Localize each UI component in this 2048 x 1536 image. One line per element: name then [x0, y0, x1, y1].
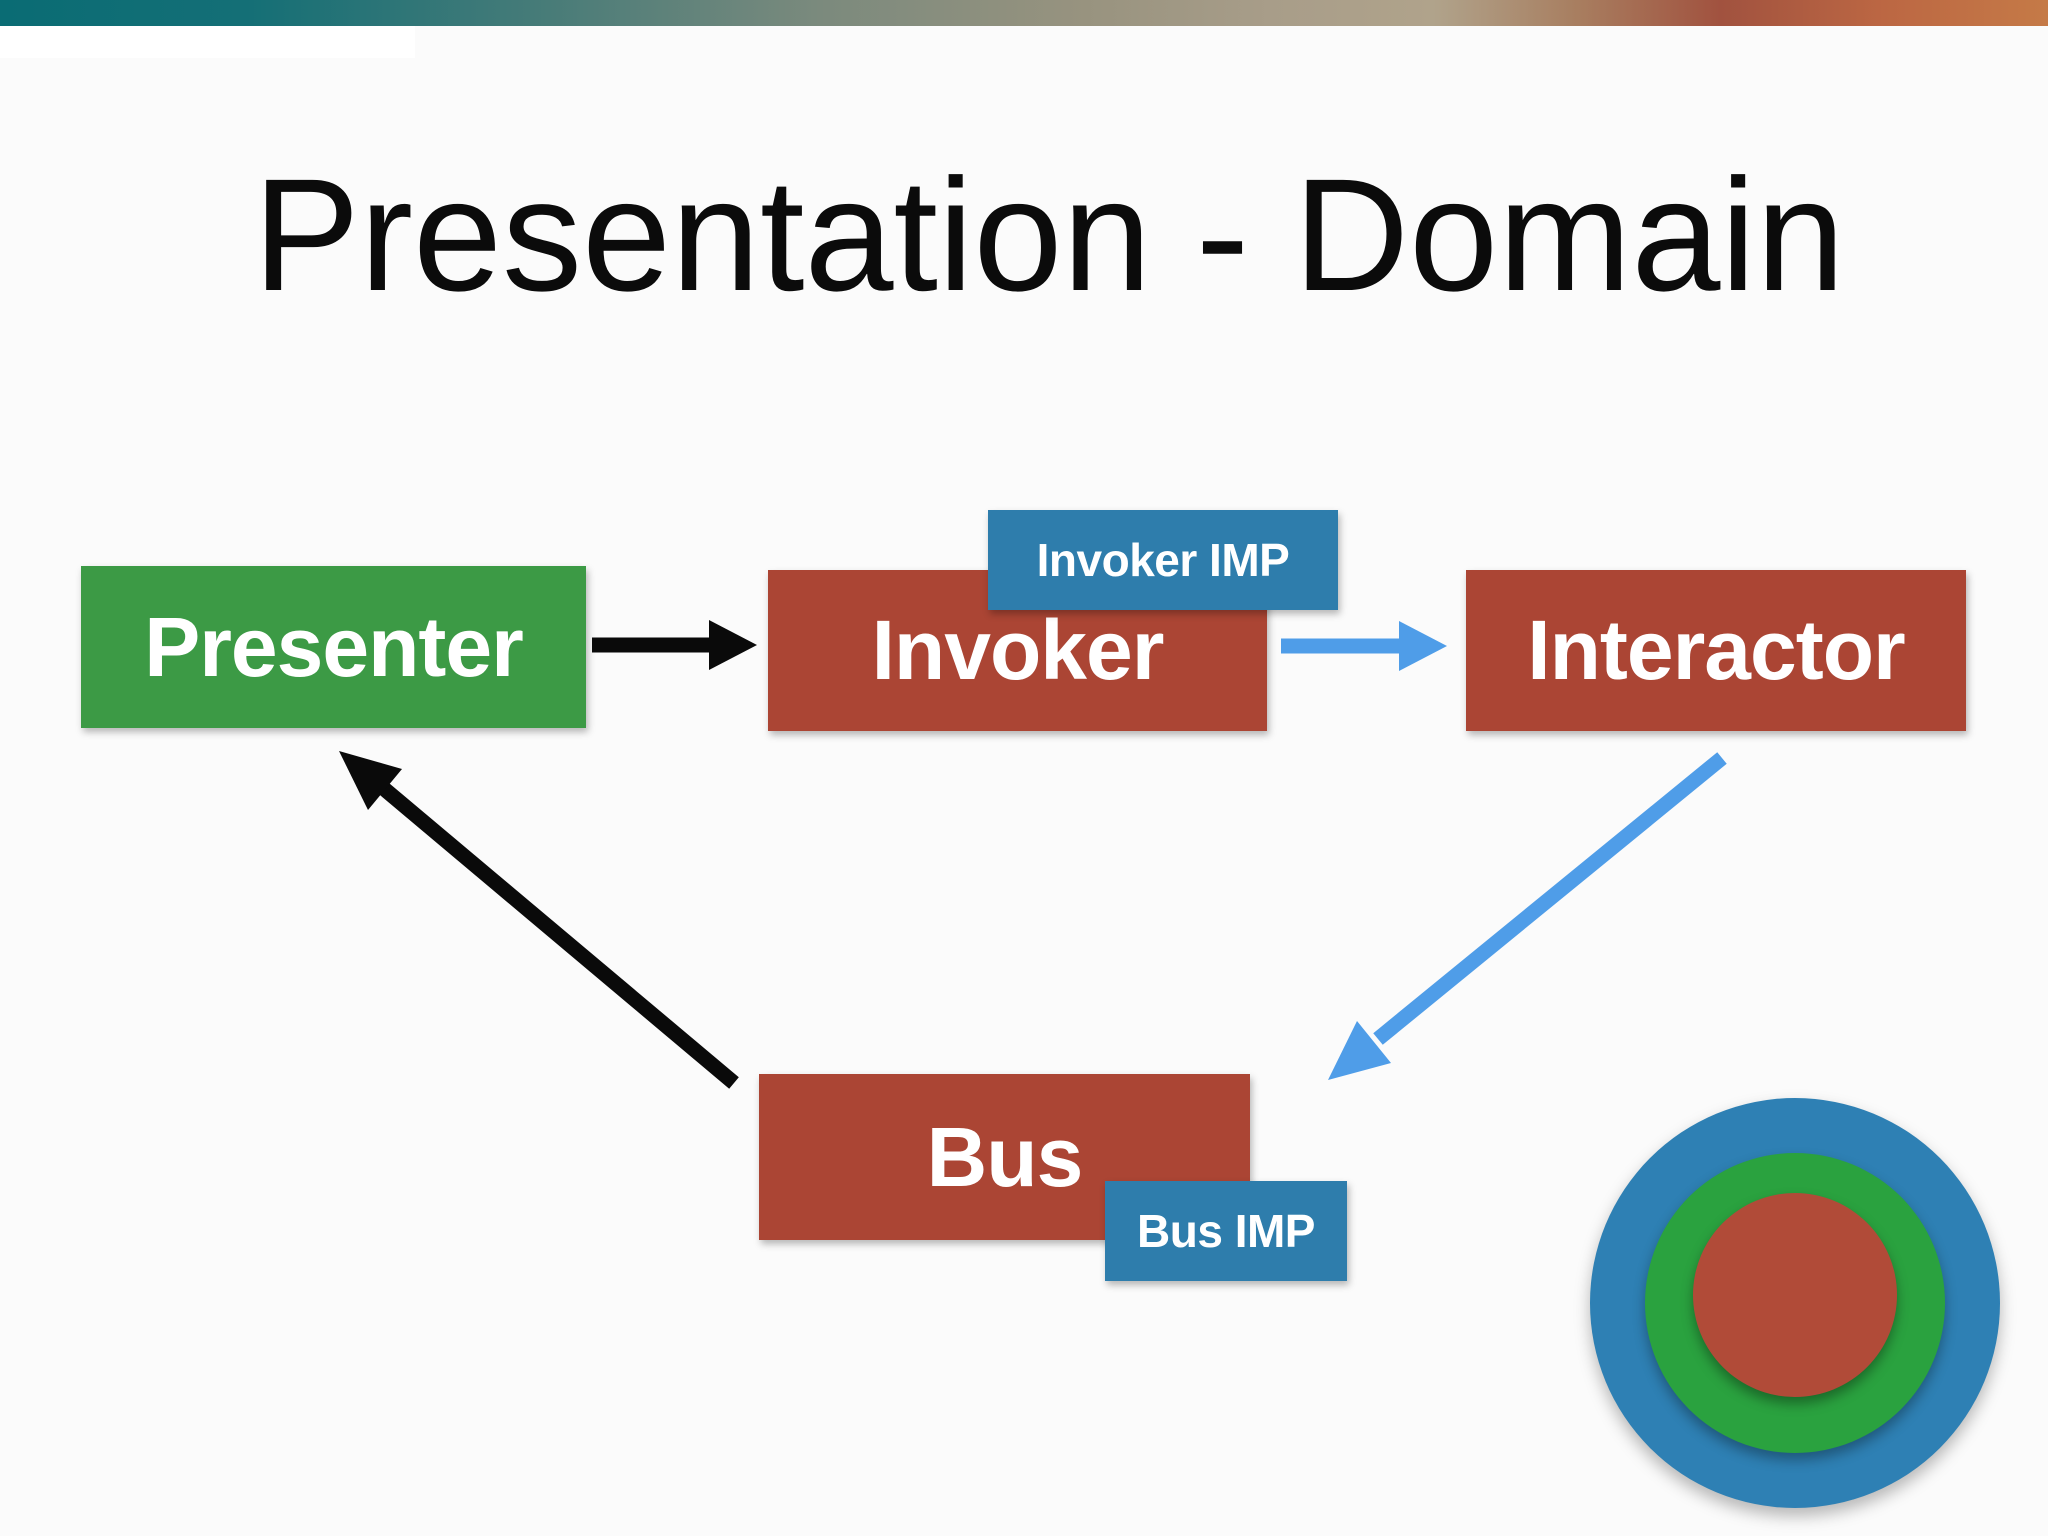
interactor-box: Interactor — [1466, 570, 1966, 731]
arrow-presenter-to-invoker — [592, 620, 757, 670]
interactor-label: Interactor — [1527, 603, 1905, 697]
presenter-box: Presenter — [81, 566, 586, 728]
top-white-strip — [0, 26, 415, 58]
top-gradient-bar — [0, 0, 2048, 26]
bus-label: Bus — [926, 1109, 1084, 1204]
presenter-label: Presenter — [144, 599, 524, 694]
arrow-interactor-to-bus — [1328, 752, 1727, 1080]
invoker-label: Invoker — [871, 603, 1165, 697]
slide-title: Presentation - Domain — [253, 145, 1845, 324]
invoker-imp-label: Invoker IMP — [1036, 534, 1290, 586]
arrow-invoker-to-interactor — [1281, 621, 1447, 671]
arrow-bus-to-presenter — [339, 751, 739, 1089]
inner-red-circle — [1693, 1193, 1897, 1397]
invoker-imp-badge: Invoker IMP — [988, 510, 1338, 610]
bus-imp-badge: Bus IMP — [1105, 1181, 1347, 1281]
bus-imp-label: Bus IMP — [1137, 1205, 1315, 1257]
